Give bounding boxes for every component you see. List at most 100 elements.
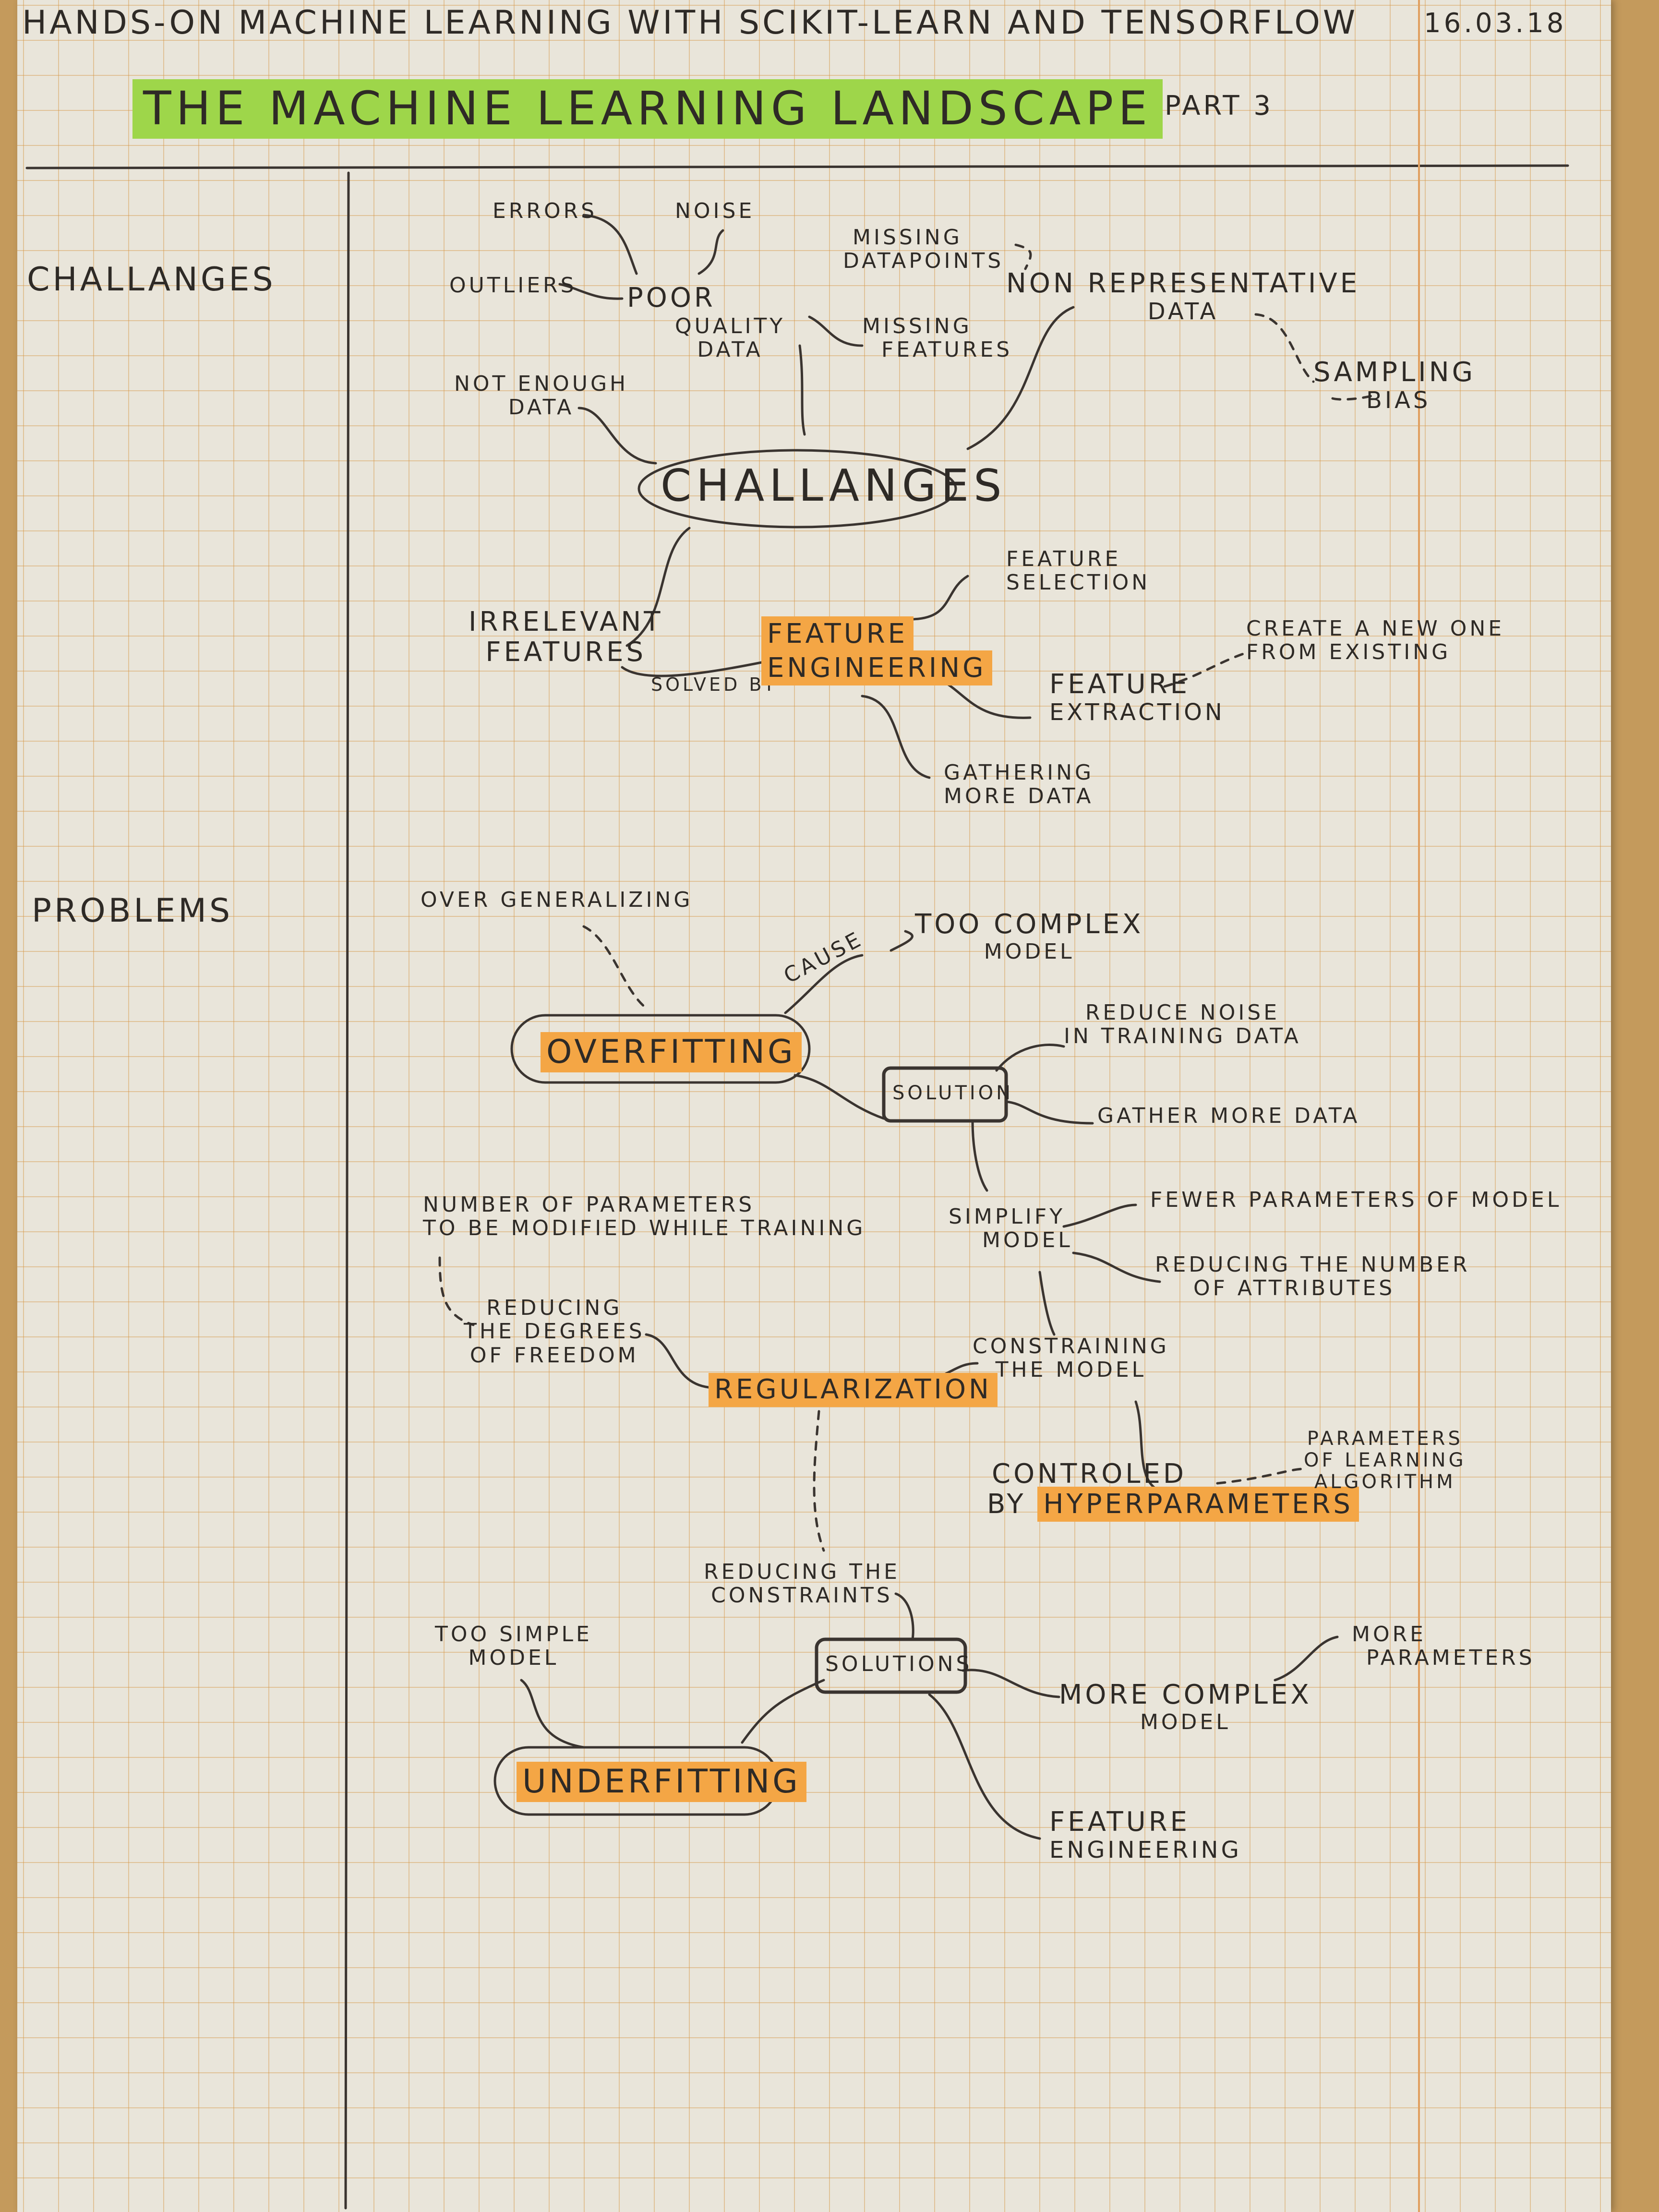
- node-constraining-model: CONSTRAINING THE MODEL: [973, 1334, 1169, 1382]
- node-errors: ERRORS: [493, 199, 598, 223]
- link-toosimple-underfitting: [520, 1679, 585, 1749]
- book-title: HANDS-ON MACHINE LEARNING WITH SCIKIT-LE…: [22, 4, 1358, 42]
- node-quality-line2: DATA: [697, 337, 763, 362]
- node-sampling-bias: SAMPLING BIAS: [1313, 357, 1476, 413]
- node-missing-datapoints-line2: DATAPOINTS: [843, 249, 1004, 274]
- node-challenges-center: CHALLANGES: [661, 460, 1007, 511]
- link-constraints-solutions: [894, 1592, 914, 1641]
- node-fe-line1: FEATURE: [761, 616, 914, 651]
- node-params-learning-line3: ALGORITHM: [1314, 1470, 1456, 1493]
- node-reduce-noise: REDUCE NOISE IN TRAINING DATA: [1064, 1001, 1301, 1048]
- node-regularization: REGULARIZATION: [709, 1373, 998, 1407]
- link-irrelevant-solvedby: [621, 661, 763, 677]
- node-feature-selection: FEATURE SELECTION: [1006, 547, 1150, 595]
- node-solved-by: SOLVED BY: [651, 674, 778, 695]
- link-noise-poor: [697, 229, 724, 275]
- node-non-representative-line1: NON REPRESENTATIVE: [1006, 268, 1360, 299]
- link-fe-gathering: [861, 695, 931, 779]
- node-numparams-line2: TO BE MODIFIED WHILE TRAINING: [423, 1216, 866, 1241]
- node-gather-more-data: GATHER MORE DATA: [1097, 1104, 1360, 1128]
- link-solutions-fe: [928, 1693, 1041, 1840]
- node-underfitting: UNDERFITTING: [517, 1762, 806, 1803]
- header-rule: [25, 164, 1569, 169]
- node-poor: POOR: [627, 282, 716, 313]
- node-fe2-line2: ENGINEERING: [1049, 1836, 1242, 1863]
- node-more-complex-line1: MORE COMPLEX: [1059, 1679, 1312, 1710]
- node-more-complex-line2: MODEL: [1140, 1709, 1231, 1734]
- link-solution-gather: [1005, 1100, 1094, 1125]
- node-irrelevant-line1: IRRELEVANT: [469, 606, 663, 637]
- link-numparams-reducing: [438, 1256, 475, 1326]
- node-non-representative: NON REPRESENTATIVE DATA: [1006, 268, 1360, 325]
- node-solution: SOLUTION: [892, 1082, 1014, 1104]
- node-reducing-constraints-line1: REDUCING THE: [704, 1560, 900, 1584]
- node-controlled-by: CONTROLED BY HYPERPARAMETERS: [987, 1458, 1359, 1522]
- node-non-representative-line2: DATA: [1147, 298, 1219, 325]
- margin-line: [344, 171, 350, 2210]
- section-problems: PROBLEMS: [32, 892, 233, 930]
- solution-box: [882, 1066, 1008, 1123]
- node-sampling-bias-line1: SAMPLING: [1313, 357, 1476, 388]
- link-notenough-challenges: [577, 407, 657, 465]
- node-constraining-line1: CONSTRAINING: [973, 1334, 1169, 1358]
- link-solution-reduce: [995, 1044, 1065, 1072]
- link-underfitting-solutions: [741, 1679, 825, 1744]
- node-fe2-line1: FEATURE: [1049, 1806, 1190, 1838]
- node-reducing-attributes-line1: REDUCING THE NUMBER: [1155, 1252, 1470, 1277]
- node-more-parameters: MORE PARAMETERS: [1352, 1623, 1535, 1670]
- link-overgen-overfitting: [582, 925, 648, 1010]
- chapter-title: THE MACHINE LEARNING LANDSCAPE: [132, 79, 1163, 139]
- node-missing-datapoints: MISSING DATAPOINTS: [843, 226, 1004, 273]
- node-fe-line2: ENGINEERING: [761, 650, 992, 685]
- node-not-enough-data: NOT ENOUGH DATA: [454, 372, 628, 420]
- node-reducing-constraints: REDUCING THE CONSTRAINTS: [704, 1560, 900, 1608]
- node-gathering-line1: GATHERING: [944, 760, 1094, 785]
- node-feature-extraction-line2: EXTRACTION: [1049, 698, 1225, 726]
- node-simplify-model: SIMPLIFY MODEL: [949, 1205, 1073, 1252]
- link-missingdp-nonrep: [1014, 243, 1032, 270]
- node-params-learning-line1: PARAMETERS: [1307, 1428, 1463, 1450]
- node-reducing-constraints-line2: CONSTRAINTS: [711, 1583, 893, 1608]
- link-complex-moreparams: [1274, 1635, 1339, 1682]
- node-reducing-degrees-line1: REDUCING: [486, 1296, 623, 1320]
- node-simplify-line1: SIMPLIFY: [949, 1204, 1066, 1229]
- node-irrelevant-line2: FEATURES: [485, 636, 647, 668]
- node-quality-line1: QUALITY: [675, 314, 786, 338]
- node-feature-selection-line1: FEATURE: [1006, 547, 1121, 571]
- node-more-params-line1: MORE: [1352, 1622, 1426, 1647]
- node-quality: QUALITY DATA: [675, 314, 785, 362]
- notebook-page: HANDS-ON MACHINE LEARNING WITH SCIKIT-LE…: [17, 0, 1611, 2212]
- link-nonrep-challenges: [966, 306, 1075, 450]
- node-not-enough-line1: NOT ENOUGH: [454, 372, 629, 396]
- node-not-enough-line2: DATA: [508, 395, 575, 420]
- node-over-generalizing: OVER GENERALIZING: [421, 888, 693, 912]
- node-more-params-line2: PARAMETERS: [1366, 1646, 1535, 1671]
- node-gathering-more-data: GATHERING MORE DATA: [944, 761, 1094, 808]
- node-reduce-noise-line2: IN TRAINING DATA: [1064, 1024, 1301, 1049]
- node-too-complex-model: TOO COMPLEX MODEL: [915, 909, 1144, 964]
- node-too-complex-line1: TOO COMPLEX: [915, 909, 1144, 940]
- node-more-complex-model: MORE COMPLEX MODEL: [1059, 1680, 1312, 1734]
- node-irrelevant-features: IRRELEVANT FEATURES: [469, 607, 663, 667]
- link-solution-simplify: [971, 1119, 988, 1192]
- date: 16.03.18: [1424, 8, 1567, 39]
- link-cause-complex: [890, 930, 914, 952]
- node-reducing-attributes: REDUCING THE NUMBER OF ATTRIBUTES: [1155, 1253, 1470, 1300]
- link-outliers-poor: [558, 283, 624, 300]
- node-constraining-line2: THE MODEL: [995, 1358, 1147, 1382]
- node-reducing-degrees-line2: THE DEGREES: [464, 1319, 645, 1344]
- node-controlled-line1: CONTROLED: [992, 1458, 1187, 1490]
- link-overfitting-cause: [784, 954, 864, 1014]
- node-too-simple-line1: TOO SIMPLE: [435, 1622, 592, 1647]
- link-fe-selection: [909, 575, 969, 621]
- link-errors-poor: [582, 214, 638, 275]
- node-gathering-line2: MORE DATA: [944, 784, 1094, 809]
- link-simplify-fewer: [1062, 1203, 1137, 1228]
- node-missing-datapoints-line1: MISSING: [853, 225, 962, 250]
- node-simplify-line2: MODEL: [982, 1228, 1073, 1253]
- node-too-complex-line2: MODEL: [984, 939, 1075, 964]
- part-label: PART 3: [1165, 90, 1274, 121]
- node-noise: NOISE: [675, 199, 755, 223]
- solutions-box: [815, 1637, 967, 1694]
- node-parameters-of-learning: PARAMETERS OF LEARNING ALGORITHM: [1304, 1428, 1467, 1492]
